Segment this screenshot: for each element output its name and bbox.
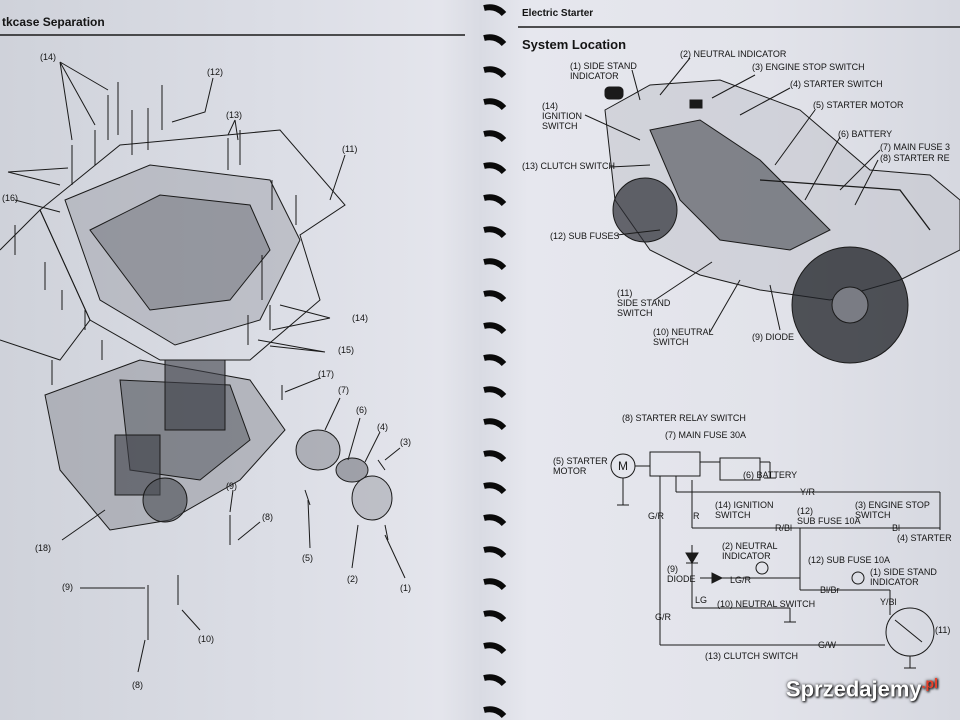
wire-r-bl: R/Bl	[775, 523, 793, 533]
left-page-header: tkcase Separation	[2, 15, 105, 29]
schem-clutch-switch: (13) CLUTCH SWITCH	[705, 651, 799, 661]
location-label-sub-fuses: (12) SUB FUSES	[550, 231, 620, 241]
callout-l15: (15)	[338, 345, 355, 355]
wire-g-w: G/W	[818, 640, 836, 650]
svg-text:M: M	[618, 459, 628, 473]
location-label-battery: (6) BATTERY	[838, 129, 893, 139]
wire-y-bl: Y/Bl	[880, 597, 897, 607]
wire-lg: LG	[695, 595, 708, 605]
wire-y-r: Y/R	[800, 487, 816, 497]
callout-l10: (10)	[198, 634, 215, 644]
location-label-side-stand-indicator: (1) SIDE STAND INDICATOR	[570, 61, 637, 81]
location-label-starter-relay: (8) STARTER RE	[880, 153, 950, 163]
wire-g-r: G/R	[648, 511, 665, 521]
callout-l13: (13)	[226, 110, 243, 120]
schem-ignition-switch: (14) IGNITION SWITCH	[715, 500, 774, 520]
location-label-starter-motor: (5) STARTER MOTOR	[813, 100, 904, 110]
location-label-clutch-switch: (13) CLUTCH SWITCH	[522, 161, 616, 171]
callout-l12: (12)	[207, 67, 224, 77]
callout-l17: (17)	[318, 369, 335, 379]
schem-main-fuse: (7) MAIN FUSE 30A	[665, 430, 747, 440]
schem-sub-fuse-b: (12) SUB FUSE 10A	[808, 555, 891, 565]
watermark-logo: Sprzedajemy.pl	[785, 674, 938, 701]
callout-l2: (2)	[347, 574, 358, 584]
callout-l14b: (14)	[352, 313, 369, 323]
callout-l3: (3)	[400, 437, 411, 447]
location-label-neutral-switch: (10) NEUTRAL SWITCH	[653, 327, 714, 347]
callout-l1: (1)	[400, 583, 411, 593]
callout-l8b: (8)	[132, 680, 143, 690]
schem-neutral-indicator: (2) NEUTRAL INDICATOR	[722, 541, 778, 561]
schem-engine-stop-switch: (3) ENGINE STOP SWITCH	[855, 500, 930, 520]
wire-lg-r: LG/R	[730, 575, 752, 585]
location-label-main-fuse: (7) MAIN FUSE 3	[880, 142, 951, 152]
wire-bl: Bl	[892, 523, 901, 533]
location-label-diode: (9) DIODE	[752, 332, 795, 342]
wire-r: R	[693, 511, 700, 521]
location-label-neutral-indicator: (2) NEUTRAL INDICATOR	[680, 49, 787, 59]
callout-l18: (18)	[35, 543, 52, 553]
schem-diode: (9) DIODE	[667, 564, 696, 584]
callout-l4: (4)	[377, 422, 388, 432]
schem-starter-switch: (4) STARTER	[897, 533, 952, 543]
schem-sub-fuse-a: (12) SUB FUSE 10A	[797, 506, 861, 526]
location-label-starter-switch: (4) STARTER SWITCH	[790, 79, 883, 89]
schem-battery: (6) BATTERY	[743, 470, 798, 480]
section-title: System Location	[522, 37, 627, 52]
callout-l11: (11)	[342, 144, 358, 154]
callout-l9a: (9)	[226, 481, 237, 491]
callout-l16: (16)	[2, 193, 19, 203]
location-label-side-stand-switch: (11) SIDE STAND SWITCH	[617, 288, 671, 318]
schem-side-stand-switch: (11)	[935, 625, 951, 635]
schem-starter-motor: (5) STARTER MOTOR	[553, 456, 608, 476]
schem-starter-relay: (8) STARTER RELAY SWITCH	[622, 413, 746, 423]
location-label-ignition-switch: (14) IGNITION SWITCH	[542, 101, 582, 131]
callout-l7: (7)	[338, 385, 349, 395]
callout-l9b: (9)	[62, 582, 73, 592]
schem-neutral-switch: (10) NEUTRAL SWITCH	[717, 599, 816, 609]
callout-l14a: (14)	[40, 52, 57, 62]
callout-l5: (5)	[302, 553, 313, 563]
callout-l8a: (8)	[262, 512, 273, 522]
right-page-header: Electric Starter	[522, 8, 594, 19]
wire-bl-br: Bl/Br	[820, 585, 840, 595]
callout-l6: (6)	[356, 405, 367, 415]
location-label-engine-stop-switch: (3) ENGINE STOP SWITCH	[752, 62, 865, 72]
wire-g-r-2: G/R	[655, 612, 672, 622]
schem-side-stand-indicator: (1) SIDE STAND INDICATOR	[870, 567, 937, 587]
